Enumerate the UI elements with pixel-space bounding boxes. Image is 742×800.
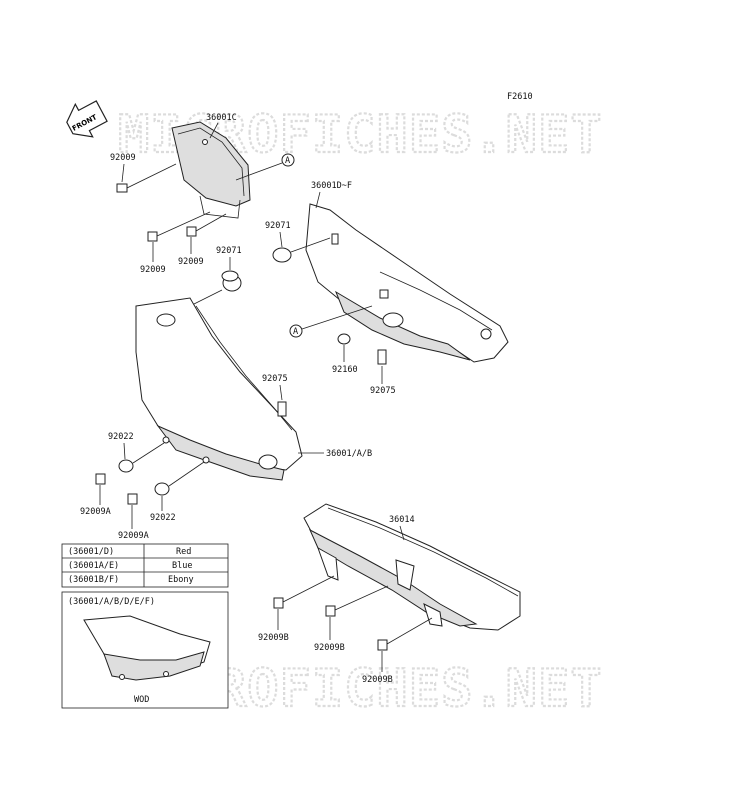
color-name-0: Red [176, 547, 191, 557]
label-92022-b: 92022 [150, 513, 176, 523]
bolt-92009-a [116, 163, 177, 193]
label-92009b-b: 92009B [314, 643, 345, 653]
ref-a-lower-label: A [293, 327, 298, 337]
label-36001-a-b: 36001/A/B [326, 449, 372, 459]
clip-92075-right [377, 349, 387, 365]
bolt-92009b-middle [325, 605, 336, 617]
bolt-92009a-right [127, 493, 138, 505]
grommet-92071-right [272, 247, 292, 263]
label-92009b-c: 92009B [362, 675, 393, 685]
label-92009-b: 92009 [140, 265, 166, 275]
color-code-0: (36001/D) [68, 547, 114, 557]
label-92009a-a: 92009A [80, 507, 111, 517]
label-92009-a: 92009 [110, 153, 136, 163]
label-92160: 92160 [332, 365, 358, 375]
bolt-92009-b [147, 211, 211, 242]
label-92009a-b: 92009A [118, 531, 149, 541]
chain-cover-36014 [303, 503, 521, 631]
label-92071-a: 92071 [265, 221, 291, 231]
spacer-92160 [337, 333, 351, 345]
label-36001c: 36001C [206, 113, 237, 123]
figure-code: F2610 [507, 92, 533, 102]
label-36014: 36014 [389, 515, 415, 525]
front-arrow-icon: FRONT [66, 100, 108, 138]
clip-92075-left [277, 401, 287, 417]
washer-92022-upper [118, 459, 134, 473]
ref-a-upper-label: A [285, 156, 290, 166]
color-name-1: Blue [172, 561, 192, 571]
ref-marker-a-upper [281, 153, 295, 167]
color-table: (36001/D) Red (36001A/E) Blue (36001B/F)… [61, 543, 229, 588]
label-36001d-f: 36001D~F [311, 181, 352, 191]
inset-box: (36001/A/B/D/E/F) WOD [61, 591, 229, 709]
color-code-2: (36001B/F) [68, 575, 119, 585]
ref-marker-a-lower [289, 324, 303, 338]
bolt-92009b-right [377, 639, 388, 651]
label-92075-b: 92075 [370, 386, 396, 396]
label-92009-c: 92009 [178, 257, 204, 267]
label-92075-a: 92075 [262, 374, 288, 384]
grommet-92071-left [221, 270, 242, 292]
color-code-1: (36001A/E) [68, 561, 119, 571]
bolt-92009a-left [95, 473, 106, 485]
color-name-2: Ebony [168, 575, 194, 585]
inset-title: (36001/A/B/D/E/F) [68, 597, 155, 607]
side-cover-36001d-f [305, 203, 509, 363]
side-cover-36001-a-b [135, 297, 303, 481]
inset-note: WOD [134, 695, 149, 705]
label-92071-b: 92071 [216, 246, 242, 256]
bolt-92009-c [186, 213, 227, 237]
label-92022-a: 92022 [108, 432, 134, 442]
washer-92022-lower [154, 482, 170, 496]
label-92009b-a: 92009B [258, 633, 289, 643]
bolt-92009b-left [273, 597, 284, 609]
